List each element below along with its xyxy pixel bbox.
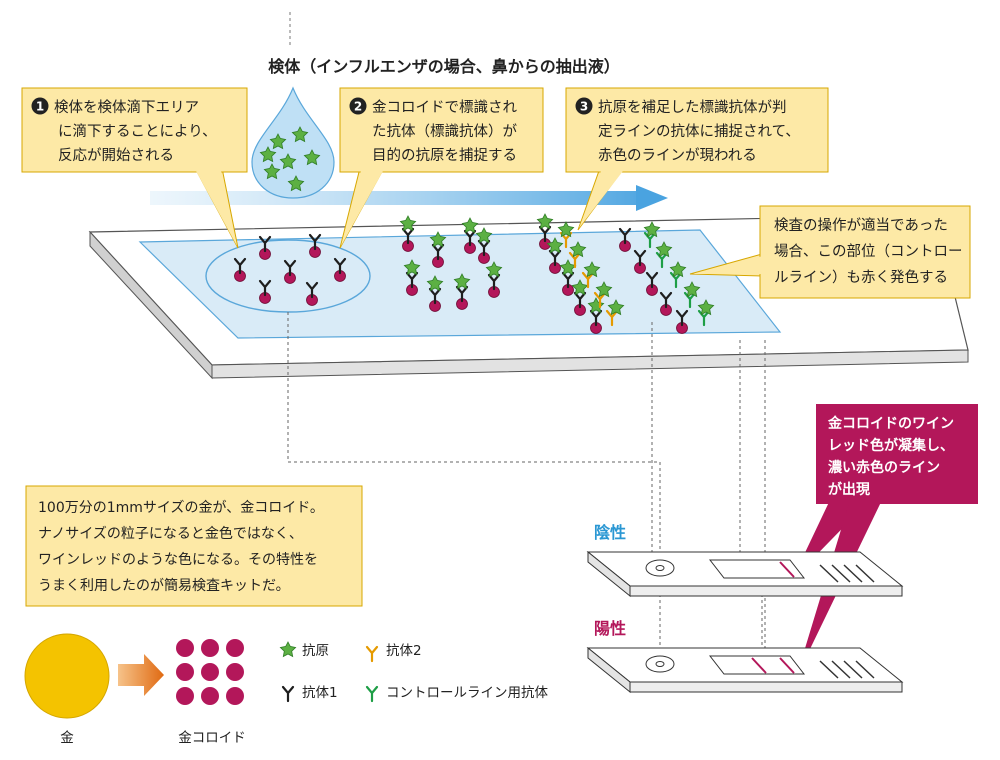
antigen-icon (279, 641, 297, 657)
step-2-line-3: 目的の抗原を捕捉する (372, 147, 517, 164)
red-note-line-1: 金コロイドのワイン (827, 415, 954, 432)
colloid-label: 金コロイド (178, 730, 246, 746)
callout-step-2: 2 金コロイドで標識され た抗体（標識抗体）が 目的の抗原を捕捉する (339, 87, 544, 249)
step-2-line-2: た抗体（標識抗体）が (372, 123, 517, 140)
legend-antigen: 抗原 (302, 643, 329, 659)
svg-text:2: 2 (354, 100, 362, 114)
step-2-badge (349, 97, 367, 115)
control-note-line-2: 場合、この部位（コントロー (774, 243, 963, 260)
gold-circle (24, 633, 110, 719)
negative-label: 陰性 (594, 523, 626, 542)
red-callout: 金コロイドのワイン レッド色が凝集し、 濃い赤色のライン が出現 (792, 404, 978, 678)
legend-antibody2: 抗体2 (386, 643, 422, 659)
legend-control-antibody: コントロールライン用抗体 (386, 685, 548, 701)
negative-strip (586, 550, 904, 598)
step-3-line-1: 抗原を補足した標識抗体が判 (598, 99, 787, 116)
legend-antibody1: 抗体1 (302, 685, 338, 701)
callout-control-line: 検査の操作が適当であった 場合、この部位（コントロー ルライン）も赤く発色する (689, 205, 971, 299)
gold-label: 金 (60, 730, 74, 746)
orange-arrow-icon (118, 654, 164, 696)
specimen-title: 検体（インフルエンザの場合、鼻からの抽出液） (268, 57, 620, 76)
svg-text:ナノサイズの粒子になると金色ではなく、: ナノサイズの粒子になると金色ではなく、 (38, 525, 303, 542)
red-note-line-2: レッド色が凝集し、 (828, 437, 954, 454)
antibody1-icon (281, 685, 295, 703)
svg-text:1: 1 (36, 100, 44, 114)
step-1-line-1: 検体を検体滴下エリア (54, 98, 199, 116)
step-1-line-3: 反応が開始される (58, 147, 174, 164)
control-note-line-1: 検査の操作が適当であった (774, 216, 948, 234)
specimen-droplet (251, 86, 335, 199)
gold-colloid-note: 100万分の1mmサイズの金が、金コロイド。 ナノサイズの粒子になると金色ではな… (25, 485, 363, 607)
svg-text:うまく利用したのが簡易検査キットだ。: うまく利用したのが簡易検査キットだ。 (38, 578, 290, 594)
step-3-line-3: 赤色のラインが現われる (598, 147, 757, 164)
step-3-line-2: 定ラインの抗体に捕捉されて、 (598, 123, 800, 140)
callout-step-1: 1 検体を検体滴下エリア に滴下することにより、 反応が開始される (21, 87, 248, 249)
positive-strip (586, 646, 904, 694)
svg-text:ワインレッドのような色になる。その特性を: ワインレッドのような色になる。その特性を (38, 551, 318, 568)
control-antibody-icon (365, 685, 379, 703)
step-2-line-1: 金コロイドで標識され (372, 99, 517, 116)
gold-to-colloid: 金 金コロイド (24, 633, 246, 746)
red-note-line-4: が出現 (828, 481, 870, 498)
colloid-grid (176, 639, 244, 705)
step-1-badge (31, 97, 49, 115)
callout-step-3: 3 抗原を補足した標識抗体が判 定ラインの抗体に捕捉されて、 赤色のラインが現わ… (565, 87, 829, 231)
red-note-line-3: 濃い赤色のライン (828, 459, 940, 476)
positive-label: 陽性 (594, 619, 626, 638)
legend: 抗原 抗体2 抗体1 コントロールライン用抗体 (279, 641, 548, 703)
step-1-line-2: に滴下することにより、 (58, 122, 217, 140)
svg-text:100万分の1mmサイズの金が、金コロイド。: 100万分の1mmサイズの金が、金コロイド。 (38, 500, 324, 516)
antibody2-icon (365, 645, 379, 663)
flow-arrow (150, 185, 668, 211)
step-3-badge (575, 97, 593, 115)
svg-text:3: 3 (580, 100, 588, 114)
control-note-line-3: ルライン）も赤く発色する (774, 269, 948, 286)
